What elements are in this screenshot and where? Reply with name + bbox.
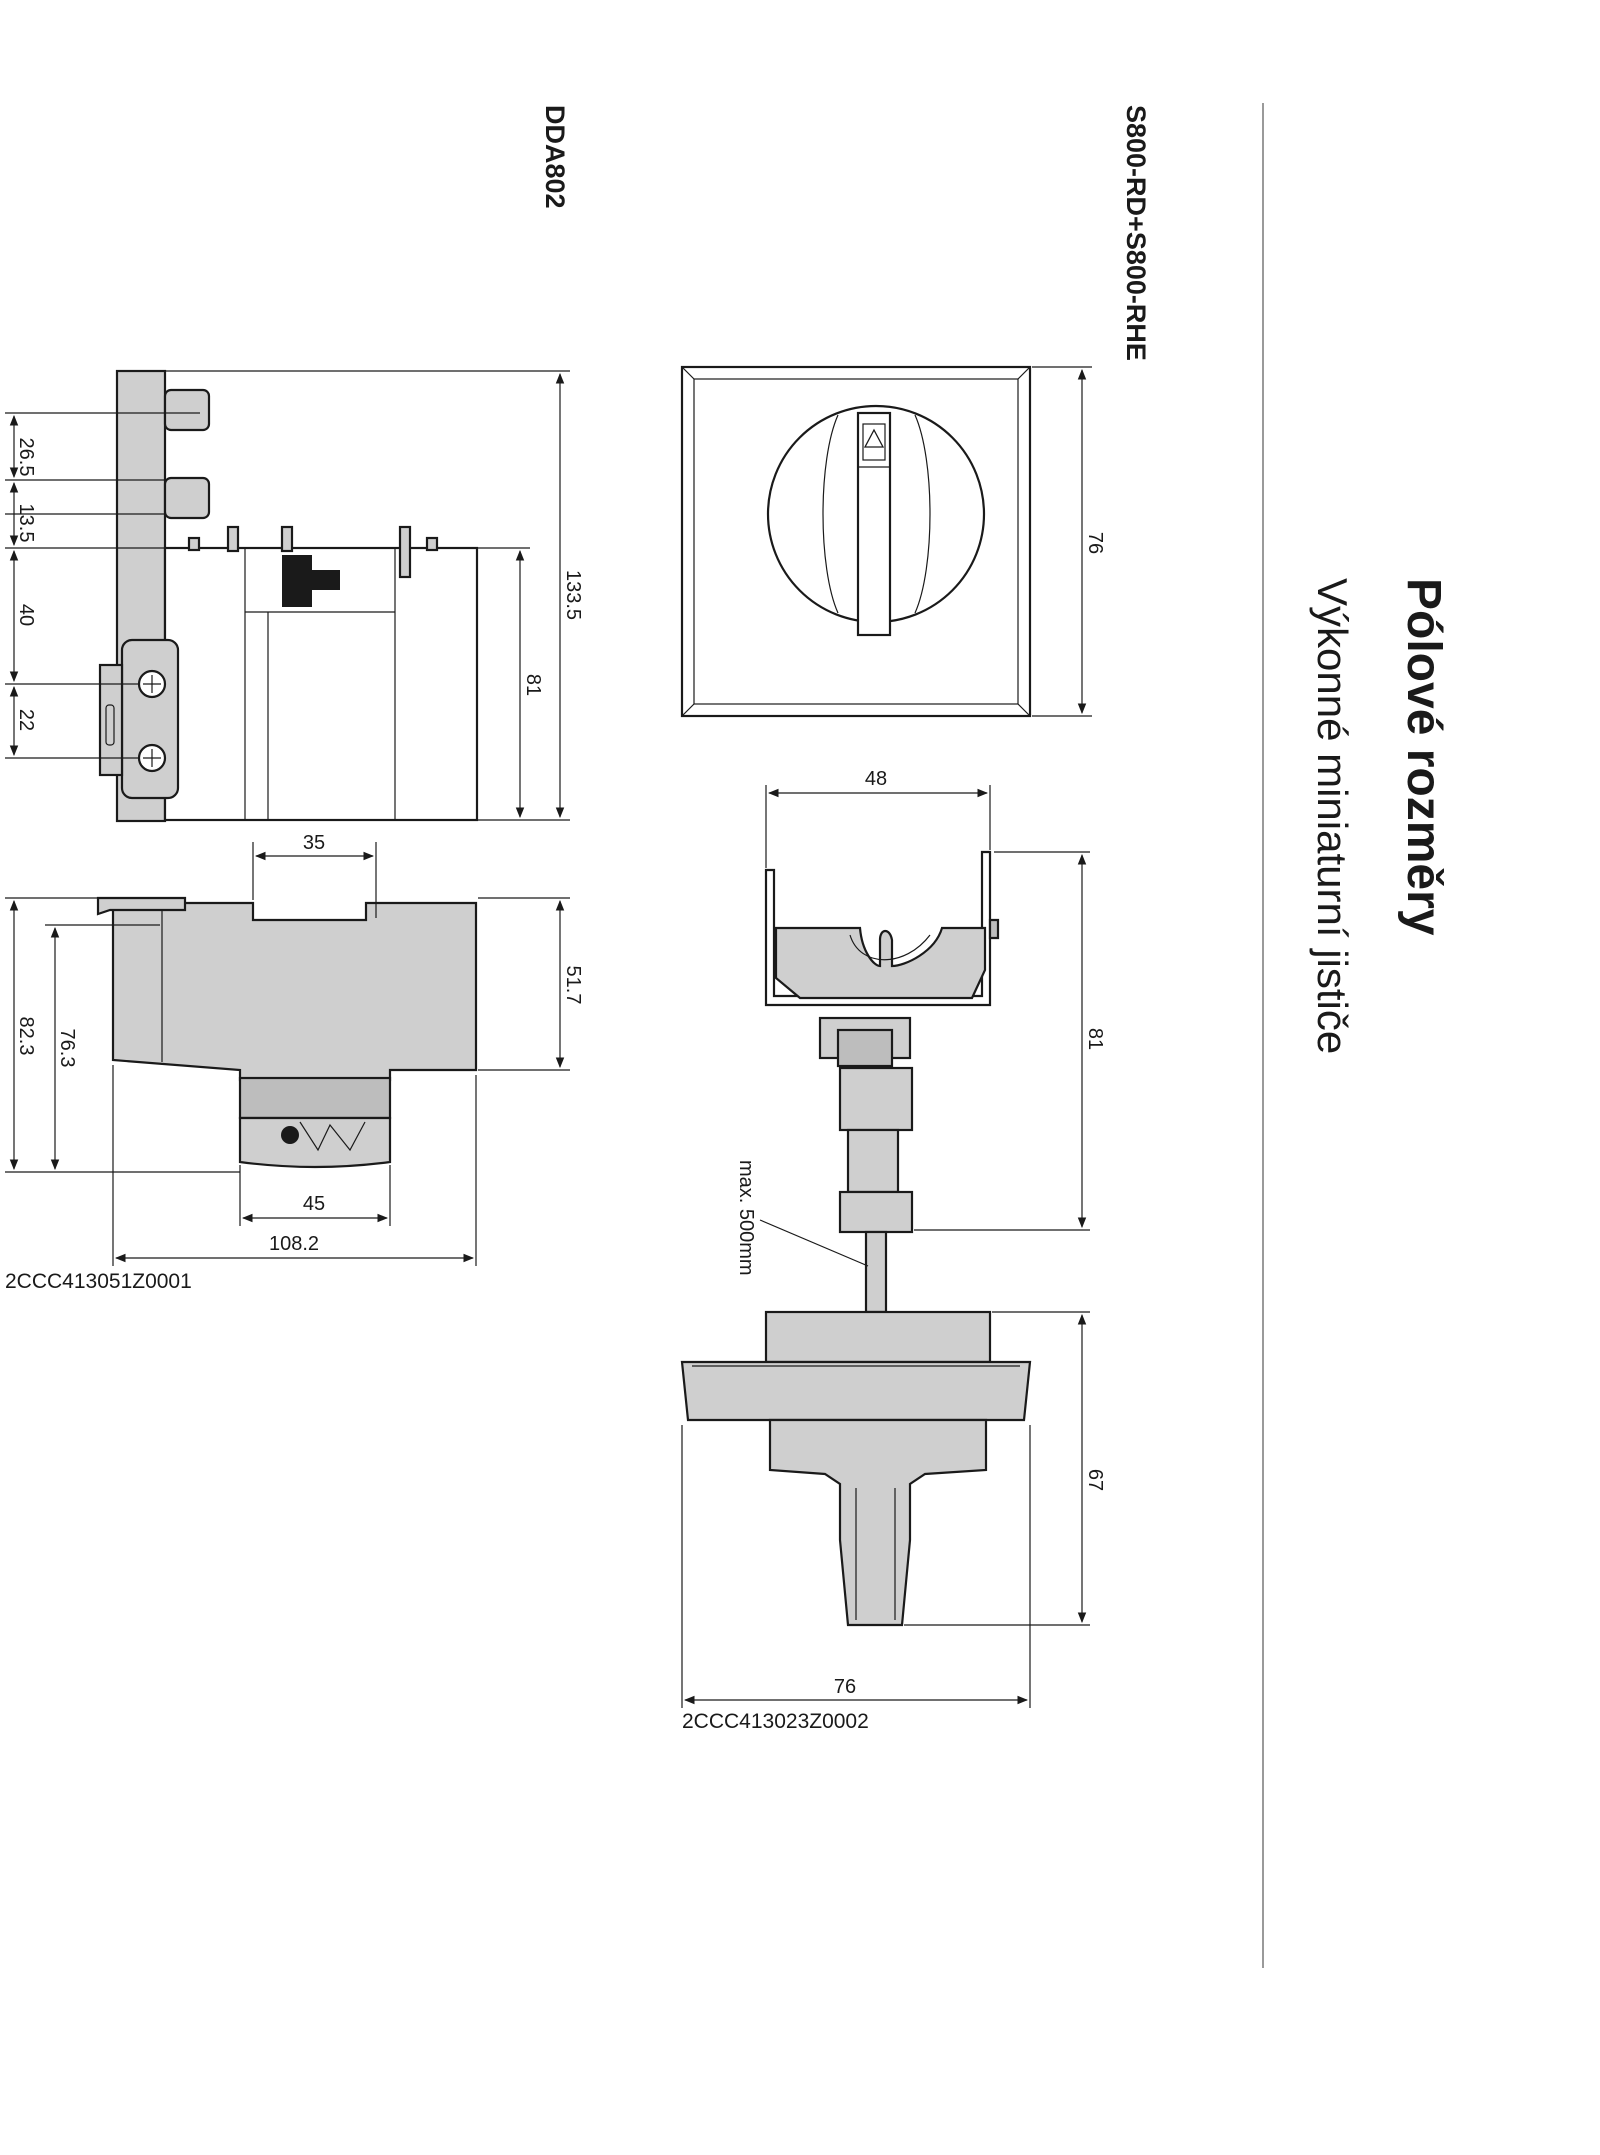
drawing-dda802: DDA802 (5, 105, 584, 1293)
dim-45: 45 (303, 1193, 325, 1215)
handle-shaft-view (764, 850, 1000, 1314)
s800-model-label: S800-RD+S800-RHE (1121, 105, 1151, 361)
page-title: Pólové rozměry (1397, 578, 1450, 936)
dim-76-3: 76.3 (56, 1029, 78, 1068)
dda802-model-label: DDA802 (540, 105, 570, 209)
dim-shaft-length: 81 (1084, 1028, 1106, 1050)
dim-handle-width: 48 (865, 768, 887, 790)
dim-knob-width: 76 (834, 1676, 856, 1698)
dim-133-5: 133.5 (562, 570, 584, 620)
dda802-top-view (96, 896, 478, 1169)
dim-max-shaft: max. 500mm (735, 1160, 757, 1276)
dim-22: 22 (15, 709, 37, 731)
dim-82-3: 82.3 (15, 1017, 37, 1056)
dim-108-2: 108.2 (269, 1233, 319, 1255)
dim-13-5: 13.5 (15, 504, 37, 543)
dim-35: 35 (303, 832, 325, 854)
dda802-drawing-code: 2CCC413051Z0001 (5, 1270, 192, 1293)
title-block: Pólové rozměry Výkonné miniaturní jistič… (1262, 103, 1450, 1968)
dim-40: 40 (15, 604, 37, 626)
dda802-side-view (98, 369, 479, 823)
dim-knob-height: 67 (1084, 1469, 1106, 1491)
rear-knob-view (680, 1310, 1032, 1627)
page-subtitle: Výkonné miniaturní jističe (1309, 578, 1356, 1054)
drawing-s800: S800-RD+S800-RHE 76 (680, 105, 1151, 1733)
arrow-up-icon (863, 428, 885, 448)
dim-front-height: 76 (1084, 532, 1106, 554)
dim-26-5: 26.5 (15, 438, 37, 477)
dim-81: 81 (522, 674, 544, 696)
dim-51-7: 51.7 (562, 966, 584, 1005)
front-plate-view (680, 365, 1032, 718)
s800-drawing-code: 2CCC413023Z0002 (682, 1710, 869, 1733)
